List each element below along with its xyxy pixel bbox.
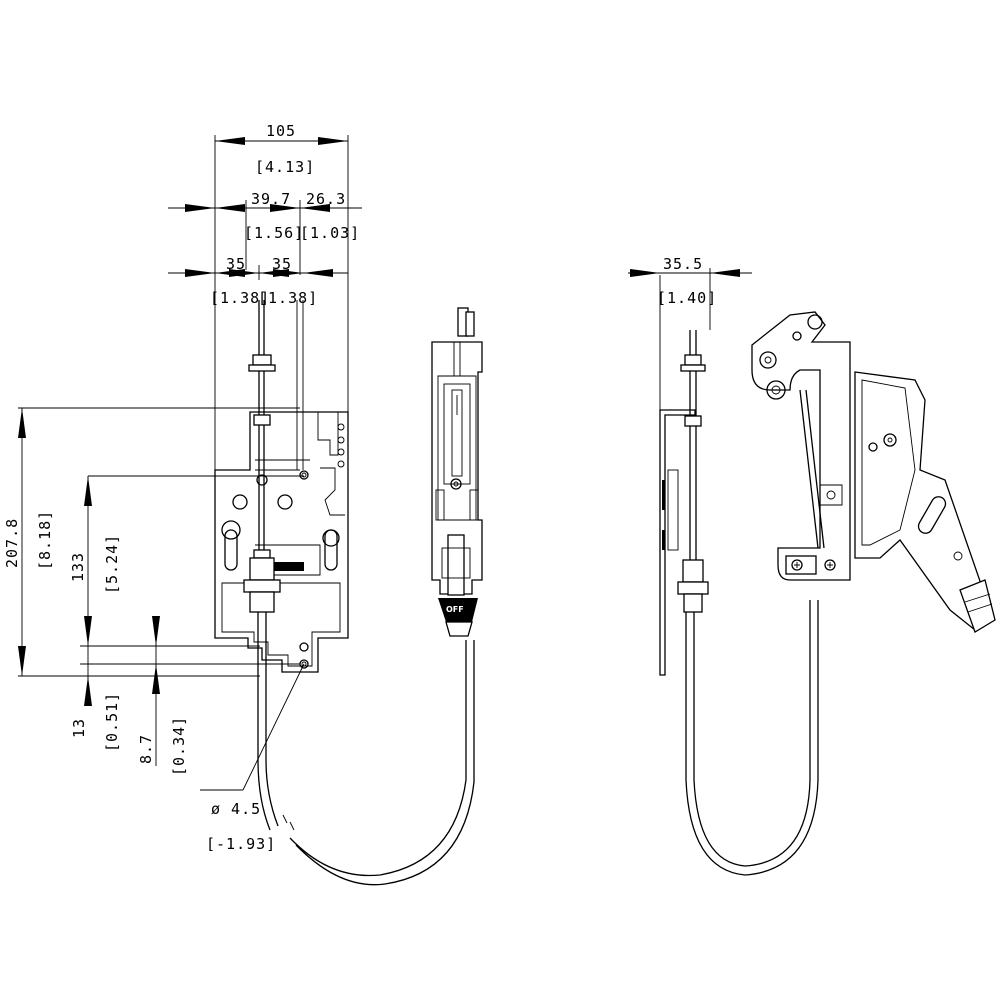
dim-35-left-in: [1.38] <box>210 289 270 307</box>
dimension-labels: 105 [4.13] 39.7 26.3 [1.56] [1.03] 35 35… <box>3 122 717 853</box>
dim-26-3: 26.3 <box>306 190 346 208</box>
dim-width-total-in: [4.13] <box>255 158 315 176</box>
dim-35-right: 35 <box>272 255 292 273</box>
dim-height-mid-in: [5.24] <box>103 534 121 594</box>
side-mechanism <box>751 311 996 633</box>
dim-height-total: 207.8 <box>3 518 21 568</box>
dimension-lines <box>18 135 752 791</box>
dim-8-7: 8.7 <box>137 734 155 764</box>
dim-39-7: 39.7 <box>251 190 291 208</box>
dim-26-3-in: [1.03] <box>300 224 360 242</box>
dim-hole-diameter-in: [-1.93] <box>206 835 276 853</box>
dim-side-width-in: [1.40] <box>657 289 717 307</box>
dim-height-total-in: [8.18] <box>36 510 54 570</box>
off-label: OFF <box>446 605 464 614</box>
side-rod-assembly <box>659 330 819 876</box>
front-mounting-plate <box>214 411 349 673</box>
dim-13: 13 <box>70 718 88 738</box>
dim-13-in: [0.51] <box>103 692 121 752</box>
dim-35-left: 35 <box>226 255 246 273</box>
dim-8-7-in: [0.34] <box>170 716 188 776</box>
dim-height-mid: 133 <box>69 552 87 582</box>
front-rod-assembly <box>243 300 475 886</box>
dim-hole-diameter: ø 4.5 <box>211 800 261 818</box>
dim-width-total: 105 <box>266 122 296 140</box>
dim-35-right-in: [1.38] <box>258 289 318 307</box>
dim-side-width: 35.5 <box>663 255 703 273</box>
front-handle-assembly: OFF <box>431 307 483 637</box>
dim-39-7-in: [1.56] <box>244 224 304 242</box>
